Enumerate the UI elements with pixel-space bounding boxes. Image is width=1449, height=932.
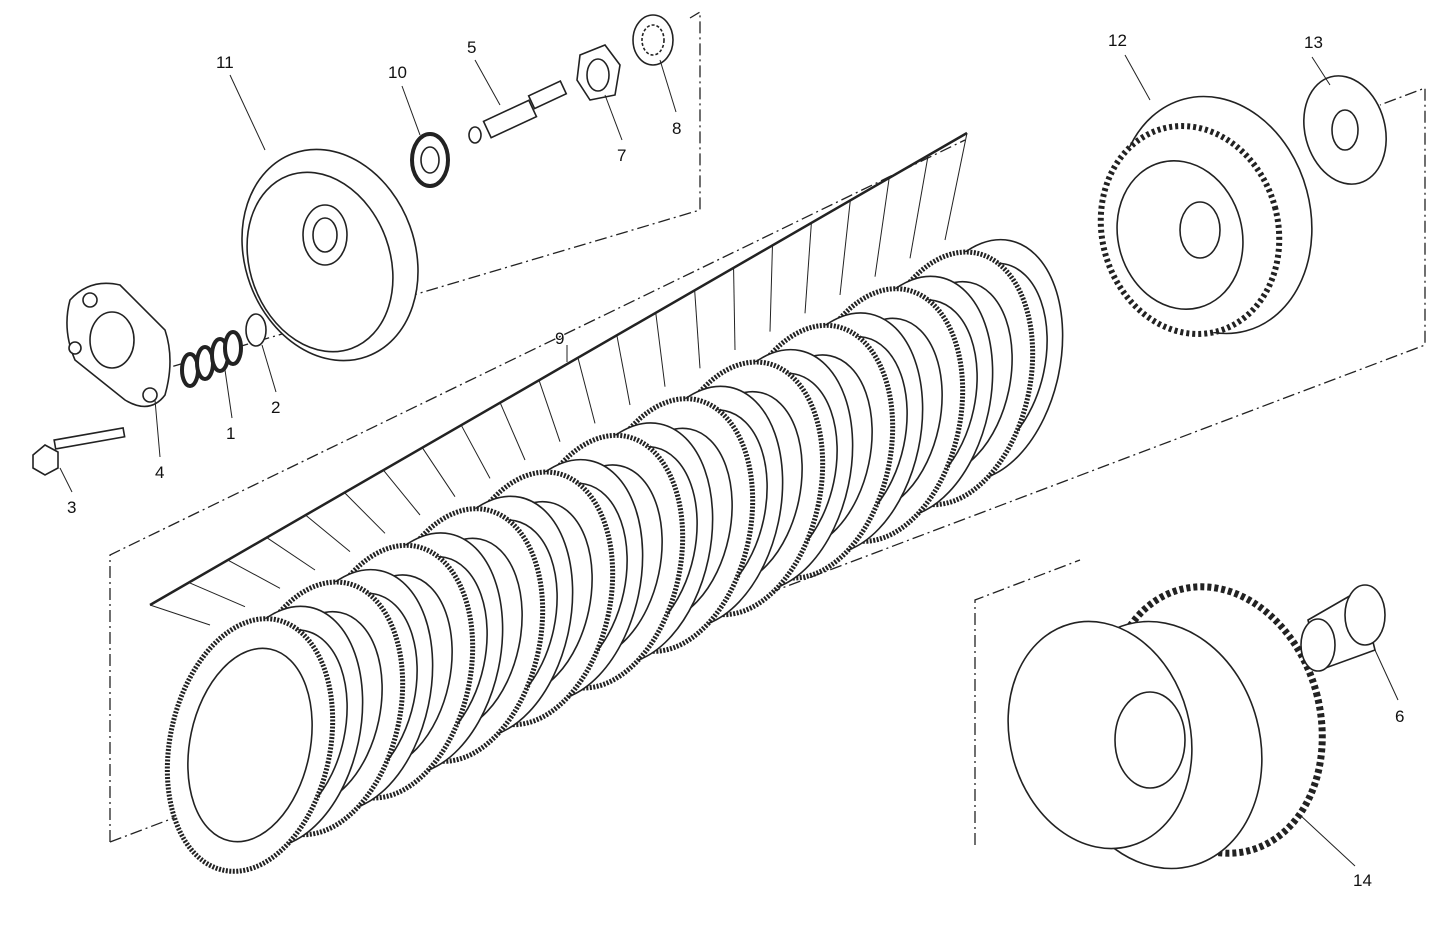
- plate-leader-line: [538, 380, 561, 442]
- plate-leader-line: [616, 335, 631, 406]
- plate-leader-line: [769, 245, 773, 332]
- callout-10: 10: [388, 63, 407, 82]
- plate-leader-line: [694, 290, 701, 369]
- plate-leader-line: [421, 447, 456, 497]
- snap-ring: [245, 313, 267, 347]
- callout-4: 4: [155, 463, 164, 482]
- bearing: [410, 132, 450, 188]
- plate-leader-line: [874, 177, 890, 277]
- plate-leader-line: [460, 424, 491, 479]
- bolt: [32, 426, 126, 476]
- callout-3: 3: [67, 498, 76, 517]
- plate-leader-line: [266, 537, 316, 571]
- plate-leader-line: [188, 582, 246, 608]
- callout-1: 1: [226, 424, 235, 443]
- plate-leader-line: [383, 469, 421, 516]
- spring: [180, 330, 243, 388]
- cover-plate: [66, 282, 171, 408]
- plate-leader-line: [909, 155, 929, 259]
- callout-5: 5: [467, 38, 476, 57]
- callout-11: 11: [216, 53, 234, 72]
- pressure-plate: [241, 148, 419, 362]
- dashed-box-plates: [109, 139, 966, 842]
- clutch-hub: [1097, 95, 1313, 337]
- bushing: [1300, 584, 1386, 672]
- leader-lines: [59, 54, 1399, 867]
- plate-group-bracket: [149, 131, 968, 607]
- callout-6: 6: [1395, 707, 1404, 726]
- plate-leader-line: [344, 492, 386, 534]
- callout-2: 2: [271, 398, 280, 417]
- callout-13: 13: [1304, 33, 1323, 52]
- callout-9: 9: [555, 329, 564, 348]
- plate-leader-line: [733, 267, 736, 351]
- dashed-axis-upper: [109, 10, 701, 386]
- callout-14: 14: [1353, 871, 1372, 890]
- clutch-basket: [1007, 583, 1326, 870]
- plate-leader-line: [655, 312, 666, 387]
- plate-leader-line: [839, 200, 851, 296]
- plate-inner-edge: [187, 647, 313, 843]
- plate-leader-line: [577, 357, 596, 424]
- callout-7: 7: [617, 146, 626, 165]
- plate-leader-line: [804, 222, 812, 314]
- nut: [576, 44, 621, 101]
- plate-leader-line: [227, 559, 281, 589]
- pushrod: [468, 79, 568, 144]
- dashed-box-hub: [109, 87, 1426, 843]
- lock-washer: [632, 14, 674, 66]
- plate-leader-line: [305, 514, 351, 553]
- clutch-plate-stack: [149, 132, 1064, 874]
- callout-12: 12: [1108, 31, 1127, 50]
- plate-leader-line: [149, 604, 211, 626]
- plate-leader-line: [944, 132, 968, 241]
- plate-leader-line: [499, 402, 526, 461]
- thrust-washer: [1303, 75, 1387, 185]
- callout-8: 8: [672, 119, 681, 138]
- dashed-box-basket: [974, 559, 1081, 845]
